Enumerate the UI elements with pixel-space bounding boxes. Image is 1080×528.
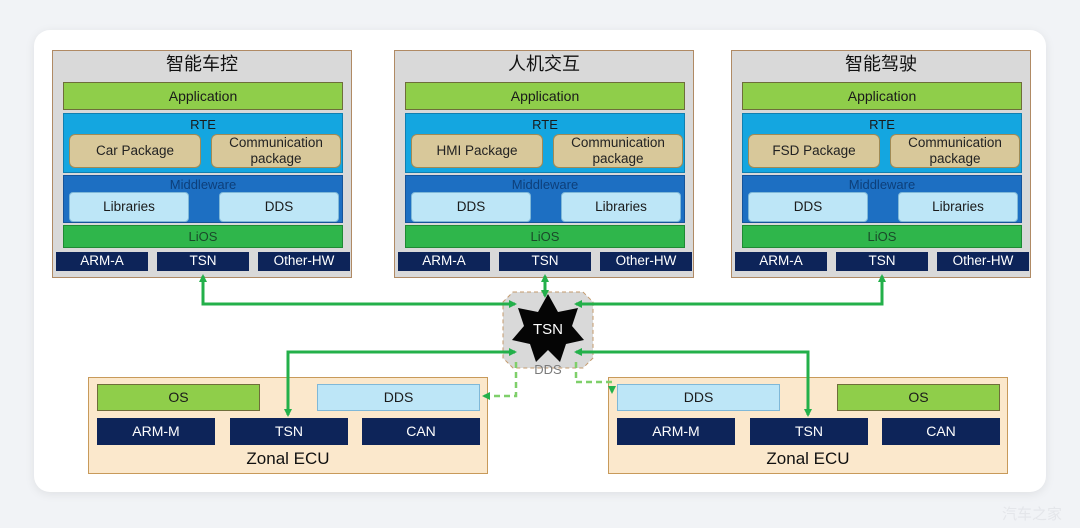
- dds-block: DDS: [748, 192, 868, 222]
- rte-label: RTE: [869, 117, 895, 132]
- domain-hmi: 人机交互 Application RTE HMI Package Communi…: [394, 50, 694, 278]
- rte-layer: RTE Car Package Communication package: [63, 113, 343, 173]
- domain-autonomous-driving: 智能驾驶 Application RTE FSD Package Communi…: [731, 50, 1031, 278]
- hw-other: Other-HW: [600, 252, 692, 271]
- application-layer: Application: [742, 82, 1022, 110]
- hw-tsn: TSN: [836, 252, 928, 271]
- rte-layer: RTE HMI Package Communication package: [405, 113, 685, 173]
- zonal-title: Zonal ECU: [766, 449, 850, 468]
- middleware-label: Middleware: [848, 177, 916, 192]
- libraries-block: Libraries: [69, 192, 189, 222]
- application-layer: Application: [405, 82, 685, 110]
- hw-other: Other-HW: [258, 252, 350, 271]
- switch-sublabel: DDS: [534, 362, 562, 377]
- link-switch-zonal-left: [284, 348, 517, 417]
- hw-arm-a: ARM-A: [735, 252, 827, 271]
- middleware-label: Middleware: [511, 177, 579, 192]
- hw-tsn: TSN: [499, 252, 591, 271]
- hw-arm-a: ARM-A: [398, 252, 490, 271]
- zonal-os: OS: [837, 384, 1000, 411]
- zonal-hw-can: CAN: [882, 418, 1000, 445]
- dds-link-left: [482, 362, 518, 400]
- dds-block: DDS: [219, 192, 339, 222]
- rte-label: RTE: [532, 117, 558, 132]
- fsd-package: FSD Package: [748, 134, 880, 168]
- middleware-layer: Middleware Libraries DDS: [63, 175, 343, 223]
- zonal-hw-arm-m: ARM-M: [617, 418, 735, 445]
- middleware-label: Middleware: [169, 177, 237, 192]
- libraries-block: Libraries: [898, 192, 1018, 222]
- libraries-block: Libraries: [561, 192, 681, 222]
- hw-arm-a: ARM-A: [56, 252, 148, 271]
- zonal-hw-tsn: TSN: [750, 418, 868, 445]
- hmi-package: HMI Package: [411, 134, 543, 168]
- communication-package: Communication package: [890, 134, 1020, 168]
- lios-layer: LiOS: [742, 225, 1022, 248]
- lios-layer: LiOS: [405, 225, 685, 248]
- switch-label: TSN: [533, 321, 563, 338]
- zonal-hw-can: CAN: [362, 418, 480, 445]
- rte-label: RTE: [190, 117, 216, 132]
- lios-layer: LiOS: [63, 225, 343, 248]
- zonal-hw-tsn: TSN: [230, 418, 348, 445]
- hw-tsn: TSN: [157, 252, 249, 271]
- domain-title: 智能车控: [166, 54, 238, 75]
- communication-package: Communication package: [211, 134, 341, 168]
- zonal-os: OS: [97, 384, 260, 411]
- rte-layer: RTE FSD Package Communication package: [742, 113, 1022, 173]
- zonal-title: Zonal ECU: [246, 449, 330, 468]
- car-package: Car Package: [69, 134, 201, 168]
- hw-other: Other-HW: [937, 252, 1029, 271]
- watermark: 汽车之家: [1001, 505, 1062, 523]
- application-layer: Application: [63, 82, 343, 110]
- domain-vehicle-control: 智能车控 Application RTE Car Package Communi…: [52, 50, 352, 278]
- link-domain3-switch: [574, 274, 886, 308]
- communication-package: Communication package: [553, 134, 683, 168]
- tsn-switch-star-icon: [512, 294, 584, 362]
- link-domain1-switch: [199, 274, 517, 308]
- domain-title: 人机交互: [508, 54, 580, 75]
- dds-block: DDS: [411, 192, 531, 222]
- middleware-layer: Middleware DDS Libraries: [405, 175, 685, 223]
- domain-title: 智能驾驶: [845, 54, 917, 75]
- dds-link-right: [574, 362, 616, 394]
- middleware-layer: Middleware DDS Libraries: [742, 175, 1022, 223]
- zonal-hw-arm-m: ARM-M: [97, 418, 215, 445]
- link-switch-zonal-right: [574, 348, 812, 417]
